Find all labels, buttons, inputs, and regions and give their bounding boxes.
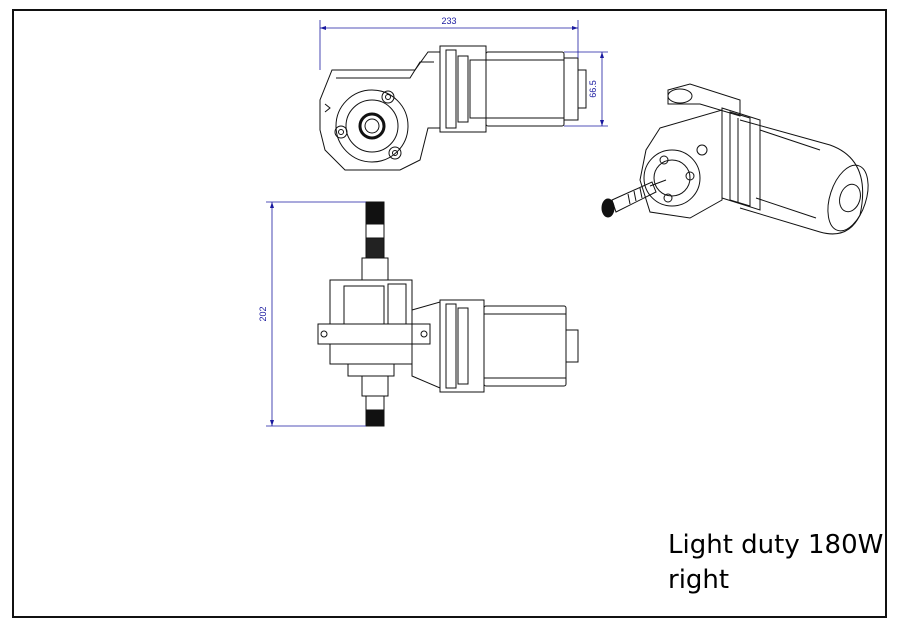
- dimension-66-5: 66.5: [564, 51, 608, 127]
- dimension-233-label: 233: [441, 16, 456, 26]
- isometric-view-drawing: [601, 83, 869, 235]
- caption-line-1: Light duty 180W: [668, 530, 884, 560]
- caption: Light duty 180W right: [668, 528, 883, 598]
- top-view-drawing: [319, 45, 587, 171]
- caption-line-2: right: [668, 565, 730, 595]
- drawing-frame: [12, 9, 887, 618]
- dimension-66-5-label: 66.5: [588, 80, 598, 98]
- dimension-233: 233: [319, 16, 579, 70]
- side-view-drawing: [317, 201, 579, 427]
- dimension-202-label: 202: [258, 306, 268, 321]
- dimension-202: 202: [258, 201, 366, 427]
